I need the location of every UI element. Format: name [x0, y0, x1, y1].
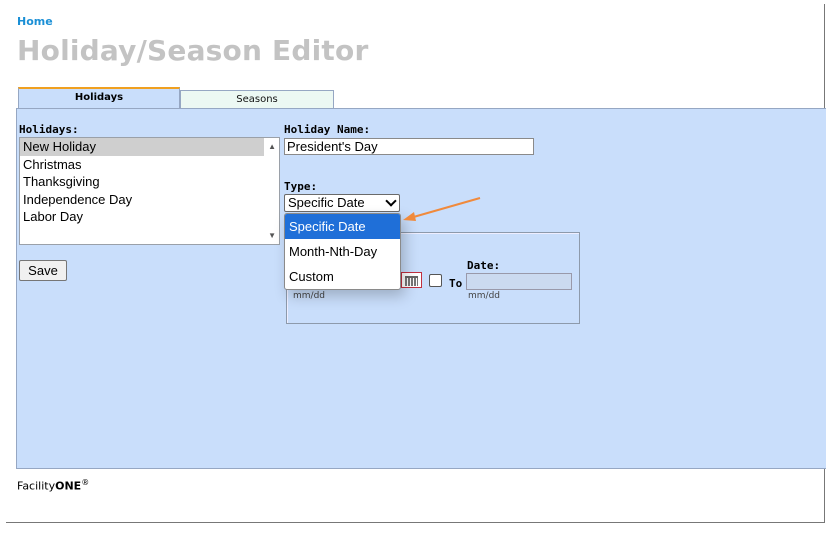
type-dropdown-menu[interactable]: Specific Date Month-Nth-Day Custom	[284, 213, 401, 290]
type-label: Type:	[284, 180, 318, 193]
save-button[interactable]: Save	[19, 260, 67, 281]
calendar-icon[interactable]	[401, 272, 422, 288]
tab-holidays[interactable]: Holidays	[18, 87, 180, 108]
to-date-input[interactable]	[466, 273, 572, 290]
page-title: Holiday/Season Editor	[17, 34, 369, 67]
type-select-value: Specific Date	[288, 195, 365, 210]
to-date-checkbox[interactable]	[429, 274, 442, 287]
footer-brand-prefix: Facility	[17, 479, 56, 493]
type-option-specific-date[interactable]: Specific Date	[285, 214, 400, 239]
annotation-arrow-icon	[403, 197, 481, 221]
type-option-month-nth-day[interactable]: Month-Nth-Day	[289, 244, 378, 259]
to-date-hint: mm/dd	[468, 291, 500, 301]
chevron-down-icon	[385, 195, 397, 207]
holidays-label: Holidays:	[19, 123, 79, 136]
type-select[interactable]: Specific Date	[284, 194, 400, 212]
list-item[interactable]: Thanksgiving	[23, 174, 100, 189]
holiday-name-input[interactable]: President's Day	[284, 138, 534, 155]
from-date-hint: mm/dd	[293, 291, 325, 301]
list-item[interactable]: Independence Day	[23, 191, 133, 207]
to-label: To	[449, 277, 463, 290]
holidays-listbox[interactable]: New Holiday Christmas Thanksgiving Indep…	[19, 137, 280, 245]
list-item[interactable]: Labor Day	[23, 209, 83, 224]
home-link[interactable]: Home	[17, 15, 53, 28]
date-label: Date:	[467, 259, 501, 272]
tab-seasons[interactable]: Seasons	[180, 90, 334, 109]
registered-mark: ®	[81, 478, 90, 487]
list-item[interactable]: Christmas	[23, 156, 82, 172]
footer-brand: FacilityONE®	[17, 478, 89, 493]
scroll-up-icon[interactable]: ▲	[268, 142, 276, 151]
scroll-down-icon[interactable]: ▼	[268, 231, 276, 240]
holiday-name-label: Holiday Name:	[284, 123, 371, 136]
type-option-custom[interactable]: Custom	[289, 269, 334, 284]
footer-brand-bold: ONE	[55, 479, 82, 493]
list-item[interactable]: New Holiday	[20, 138, 264, 156]
